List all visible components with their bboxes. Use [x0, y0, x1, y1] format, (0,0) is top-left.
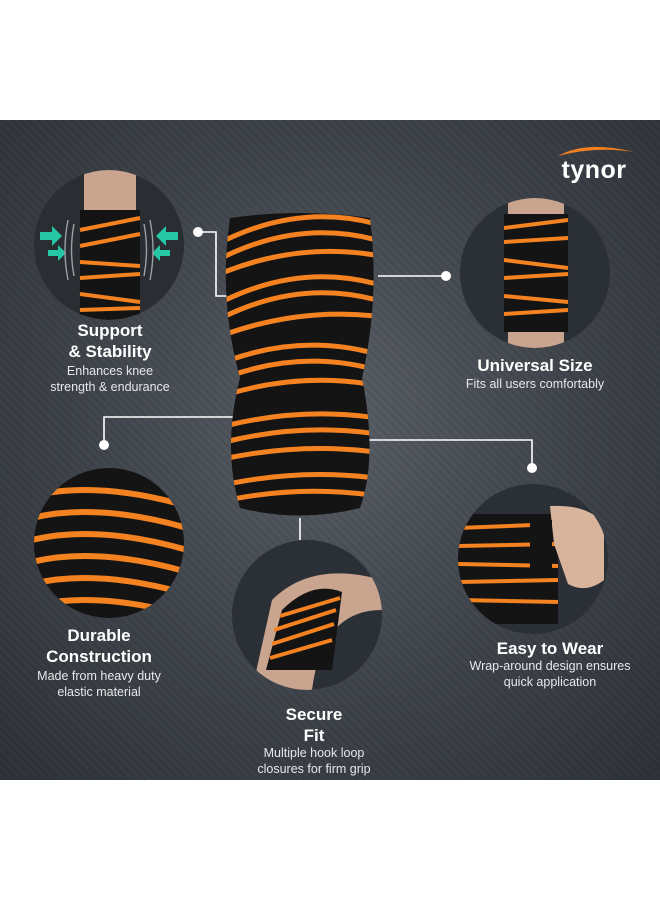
compression-arrows-icon [40, 226, 178, 261]
connector-lines [99, 227, 537, 540]
universal-size-description: Fits all users comfortably [465, 377, 605, 391]
easy-to-wear-title: Easy to Wear [496, 639, 604, 658]
secure-fit-description: Multiple hook loop closures for firm gri… [257, 746, 371, 776]
easy-to-wear-description: Wrap-around design ensures quick applica… [469, 659, 631, 689]
knee-wrap-product-image [225, 213, 374, 516]
durable-title: Durable Construction [46, 626, 152, 666]
universal-size-title: Universal Size [477, 356, 593, 375]
durable-description: Made from heavy duty elastic material [37, 669, 161, 699]
support-stability-image [34, 170, 184, 320]
easy-to-wear-image [458, 484, 608, 634]
secure-fit-image [232, 540, 382, 690]
universal-size-image [460, 198, 610, 348]
infographic-panel: tynor [0, 120, 660, 780]
logo-swoosh-icon [558, 146, 634, 156]
support-title: Support & Stability [68, 321, 152, 361]
brand-logo: tynor [552, 142, 636, 188]
brand-name: tynor [561, 156, 627, 184]
secure-fit-title: Secure Fit [285, 705, 343, 745]
durable-construction-image [34, 468, 184, 618]
support-description: Enhances knee strength & endurance [50, 364, 170, 394]
